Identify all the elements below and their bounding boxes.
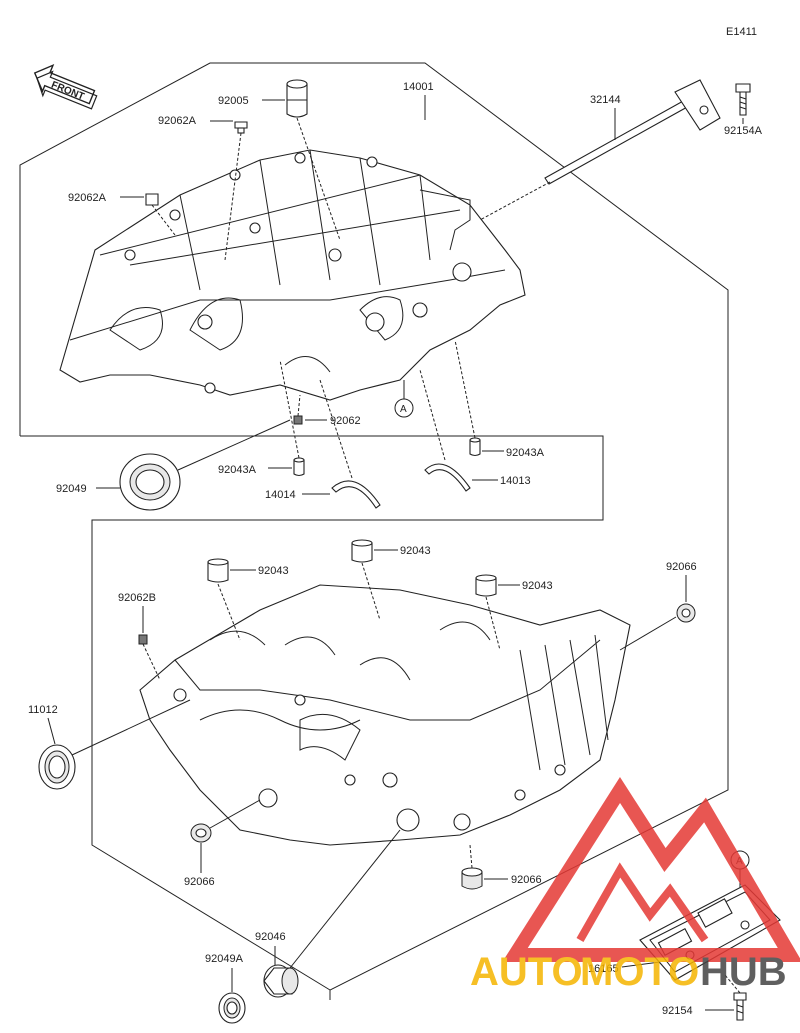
label-14001: 14001	[403, 81, 434, 93]
label-92154: 92154	[662, 1005, 693, 1017]
label-92062: 92062	[330, 415, 361, 427]
part-92154	[724, 974, 747, 1021]
label-92066-bottom: 92066	[511, 874, 542, 886]
part-92066-left	[190, 799, 261, 843]
part-32144	[479, 79, 721, 221]
label-92066-right: 92066	[666, 561, 697, 573]
label-92043A-right: 92043A	[506, 447, 545, 459]
automotohub-watermark: AUTO MOTO HUB	[470, 777, 800, 994]
front-arrow-icon: FRONT	[33, 63, 98, 110]
label-92154A: 92154A	[724, 125, 763, 137]
part-92062	[293, 394, 303, 425]
label-14013: 14013	[500, 475, 531, 487]
label-92046: 92046	[255, 931, 286, 943]
part-92066-bottom	[461, 844, 483, 890]
watermark-text-auto: AUTO	[470, 950, 583, 994]
part-92066-right	[619, 603, 696, 651]
label-11012: 11012	[28, 704, 58, 716]
part-92043A-right	[454, 339, 481, 457]
label-92043-2: 92043	[400, 545, 431, 557]
part-92043-1	[207, 558, 241, 641]
label-32144: 32144	[590, 94, 621, 106]
part-92043A-left	[279, 359, 305, 477]
part-92046	[263, 829, 401, 998]
label-92049: 92049	[56, 483, 87, 495]
label-92062A-upper: 92062A	[158, 115, 197, 127]
part-92043-3	[475, 574, 501, 651]
part-92049A	[218, 992, 246, 1024]
label-92043-1: 92043	[258, 565, 289, 577]
watermark-text-hub: HUB	[700, 950, 787, 994]
diagram-code: E1411	[726, 26, 757, 38]
part-14014	[319, 379, 381, 509]
ref-marker-a-upper: A	[394, 380, 414, 418]
part-92154A	[735, 83, 751, 116]
part-92062B	[138, 634, 161, 681]
label-92043A-left: 92043A	[218, 464, 257, 476]
label-92062B: 92062B	[118, 592, 156, 604]
part-14013	[419, 369, 471, 492]
part-92043-2	[351, 539, 381, 621]
label-92066-left: 92066	[184, 876, 215, 888]
label-92062A-lower: 92062A	[68, 192, 107, 204]
watermark-text-moto: MOTO	[580, 950, 699, 994]
part-92062A-lower	[145, 193, 176, 236]
label-14014: 14014	[265, 489, 296, 501]
watermark-logo-icon	[502, 777, 800, 962]
label-92043-3: 92043	[522, 580, 553, 592]
part-92062A-upper	[224, 121, 248, 261]
svg-text:A: A	[400, 404, 407, 415]
part-11012	[38, 699, 191, 790]
group-outline	[19, 62, 729, 1000]
part-92049	[119, 419, 291, 511]
lower-crankcase	[139, 584, 631, 846]
upper-crankcase	[59, 149, 526, 401]
part-92005	[286, 79, 341, 241]
label-16165: 16165	[588, 963, 619, 975]
label-92005: 92005	[218, 95, 249, 107]
label-92049A: 92049A	[205, 953, 244, 965]
